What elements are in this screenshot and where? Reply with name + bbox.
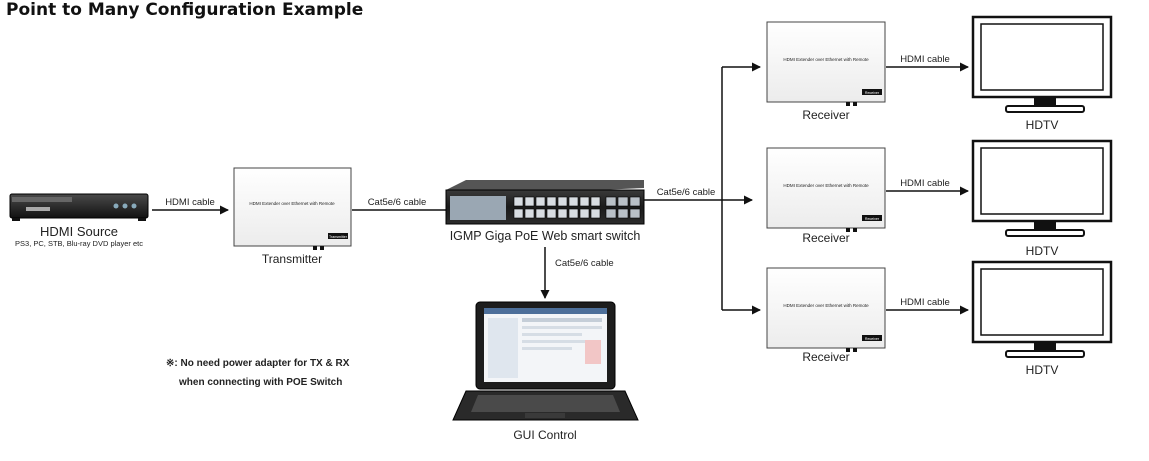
receiver-device: HDMI Extender over Ethernet with Remote … bbox=[766, 147, 886, 232]
receiver-device-text: HDMI Extender over Ethernet with Remote bbox=[783, 57, 869, 62]
transmitter-badge: Transmitter bbox=[329, 235, 348, 239]
receiver-device: HDMI Extender over Ethernet with Remote … bbox=[766, 21, 886, 106]
hdtv-label: HDTV bbox=[1026, 244, 1059, 258]
hdmi-source-device bbox=[9, 193, 149, 221]
hdmi-cable-label-source-tx: HDMI cable bbox=[165, 197, 215, 208]
receiver-device-text: HDMI Extender over Ethernet with Remote bbox=[783, 303, 869, 308]
receiver-label: Receiver bbox=[802, 231, 849, 245]
hdtv-label: HDTV bbox=[1026, 118, 1059, 132]
receiver-badge: Receiver bbox=[865, 91, 880, 95]
switch-label: IGMP Giga PoE Web smart switch bbox=[450, 229, 641, 243]
hdmi-cable-label-rx-tv: HDMI cable bbox=[900, 178, 950, 189]
hdmi-source-label: HDMI Source bbox=[40, 224, 118, 239]
receiver-device: HDMI Extender over Ethernet with Remote … bbox=[766, 267, 886, 352]
transmitter-device-text: HDMI Extender over Ethernet with Remote bbox=[249, 201, 335, 206]
hdmi-source-sublabel: PS3, PC, STB, Blu-ray DVD player etc bbox=[15, 239, 143, 248]
note-line-2: when connecting with POE Switch bbox=[178, 377, 342, 388]
transmitter-label: Transmitter bbox=[262, 252, 322, 266]
switch-ports bbox=[513, 196, 641, 219]
cat-cable-label-switch-laptop: Cat5e/6 cable bbox=[555, 258, 614, 269]
hdtv-device bbox=[971, 139, 1113, 237]
receiver-badge: Receiver bbox=[865, 337, 880, 341]
hdtv-device bbox=[971, 15, 1113, 113]
hdtv-label: HDTV bbox=[1026, 363, 1059, 377]
receiver-label: Receiver bbox=[802, 350, 849, 364]
hdmi-cable-label-rx-tv: HDMI cable bbox=[900, 297, 950, 308]
poe-switch-device bbox=[445, 180, 645, 225]
laptop-label: GUI Control bbox=[513, 428, 576, 442]
receiver-badge: Receiver bbox=[865, 217, 880, 221]
transmitter-device: HDMI Extender over Ethernet with Remote … bbox=[233, 167, 352, 250]
note-line-1: ※: No need power adapter for TX & RX bbox=[166, 358, 350, 369]
page-title: Point to Many Configuration Example bbox=[6, 0, 364, 20]
hdtv-device bbox=[971, 260, 1113, 358]
receiver-label: Receiver bbox=[802, 108, 849, 122]
receiver-device-text: HDMI Extender over Ethernet with Remote bbox=[783, 183, 869, 188]
hdmi-cable-label-rx-tv: HDMI cable bbox=[900, 54, 950, 65]
cat-cable-label-tx-switch: Cat5e/6 cable bbox=[368, 197, 427, 208]
cat-cable-label-switch-rx: Cat5e/6 cable bbox=[657, 187, 716, 198]
laptop-device bbox=[452, 301, 639, 421]
